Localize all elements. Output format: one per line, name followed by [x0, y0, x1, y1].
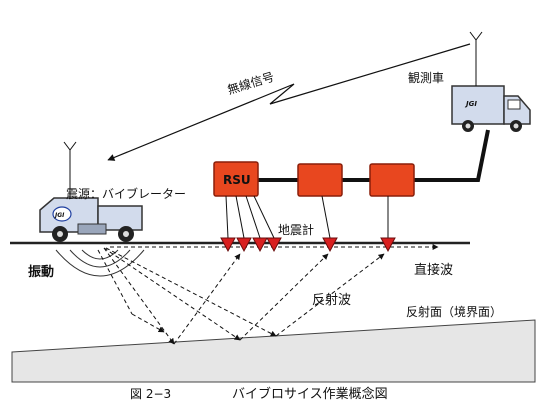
- geophones: [220, 237, 396, 253]
- direct-wave-label: 直接波: [414, 262, 453, 278]
- reflector-layer: [11, 319, 536, 383]
- geophone-label: 地震計: [278, 222, 314, 237]
- geophone: [220, 237, 236, 253]
- geophone-cables: [225, 195, 389, 239]
- vibrator-truck: JGI: [39, 197, 143, 242]
- data-cable: [256, 129, 490, 182]
- rsu-label: RSU: [223, 173, 251, 187]
- geophone: [380, 237, 396, 253]
- vehicle-antenna-icon: [469, 31, 483, 86]
- reflected-wave-label: 反射波: [312, 292, 351, 308]
- figure-number: 図 2−3: [130, 387, 171, 401]
- reflector-label: 反射面（境界面）: [406, 304, 502, 319]
- wireless-signal-arrow: [107, 43, 471, 161]
- reflected-wave-paths: [97, 247, 385, 345]
- observation-vehicle: JGI: [451, 85, 531, 132]
- vibration-label: 振動: [28, 264, 54, 280]
- source-label: 震源：バイブレーター: [66, 186, 186, 201]
- vehicle-badge: JGI: [464, 100, 477, 108]
- vibration-ripples: [55, 249, 145, 277]
- geophone: [252, 237, 268, 253]
- rsu-unit-3: [369, 163, 415, 197]
- rsu-unit-2: [297, 163, 343, 197]
- rsu-unit-1: RSU: [213, 161, 259, 197]
- geophone: [322, 237, 338, 253]
- wireless-signal-label: 無線信号: [226, 69, 276, 97]
- geophone: [236, 237, 252, 253]
- figure-title: バイブロサイス作業概念図: [232, 386, 388, 402]
- observation-vehicle-label: 観測車: [408, 71, 444, 85]
- source-antenna-icon: [63, 141, 77, 198]
- geophone: [266, 237, 282, 253]
- vibrator-badge: JGI: [54, 212, 65, 219]
